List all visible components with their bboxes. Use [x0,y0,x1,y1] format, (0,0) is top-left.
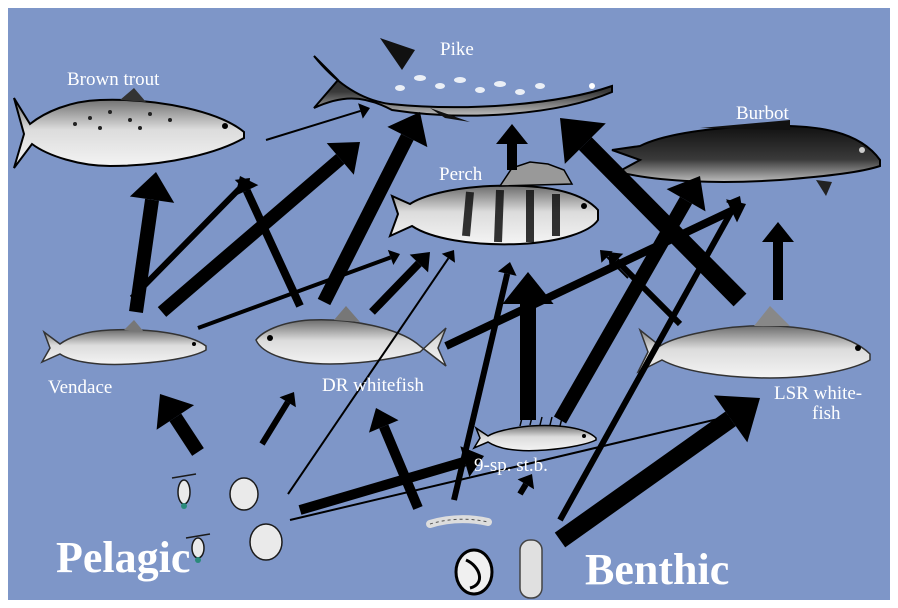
perch-image [390,162,598,244]
arrow-drwhitefish-to-perch-shaft [372,264,419,312]
brown-trout-label: Brown trout [67,70,159,90]
arrow-browntrout-to-pike-shaft [266,111,360,140]
burbot-label: Burbot [736,104,789,124]
arrow-stickleback-to-perch [502,272,553,420]
arrow-lsrwhitefish-to-burbot-head [762,222,794,242]
dr-whitefish-label: DR whitefish [322,376,424,396]
burbot-image [612,120,880,196]
lsr-whitefish-label-line1: LSR white- [774,384,862,404]
pike-label: Pike [440,40,474,60]
lsr-whitefish-label-line2: fish [812,404,841,424]
arrow-zooplankton-to-vendace-shaft [175,417,198,452]
benthic-label: Benthic [585,547,729,593]
vendace-label: Vendace [48,378,112,398]
arrow-benthic-to-drwhitefish [369,408,418,508]
arrow-zooplankton-to-drwhitefish-shaft [262,402,288,444]
arrow-browntrout-to-pike [266,103,370,140]
stickleback-image [474,417,596,451]
arrow-benthic-to-stickleback [518,474,534,494]
arrow-zooplankton-to-perch-head [442,250,455,263]
arrow-vendace-to-brown-trout-head [130,172,174,203]
arrow-perch-to-pike-head [496,124,528,144]
benthic-invertebrates-image [430,519,542,598]
arrow-zooplankton-to-stickleback-shaft [300,462,465,510]
perch-label: Perch [439,165,482,185]
arrow-perch-to-pike [496,124,528,170]
vendace-image [42,320,206,365]
arrow-lsrwhitefish-to-burbot [762,222,794,300]
stickleback-label: 9-sp. st.b. [474,456,548,476]
dr-whitefish-image [256,306,446,366]
arrow-zooplankton-to-vendace [157,394,198,452]
brown-trout-image [14,88,244,168]
pelagic-label: Pelagic [56,535,190,581]
arrow-benthic-to-stickleback-shaft [520,484,526,494]
arrow-stickleback-to-perch-head [502,272,553,304]
arrow-zooplankton-to-drwhitefish [262,392,296,444]
